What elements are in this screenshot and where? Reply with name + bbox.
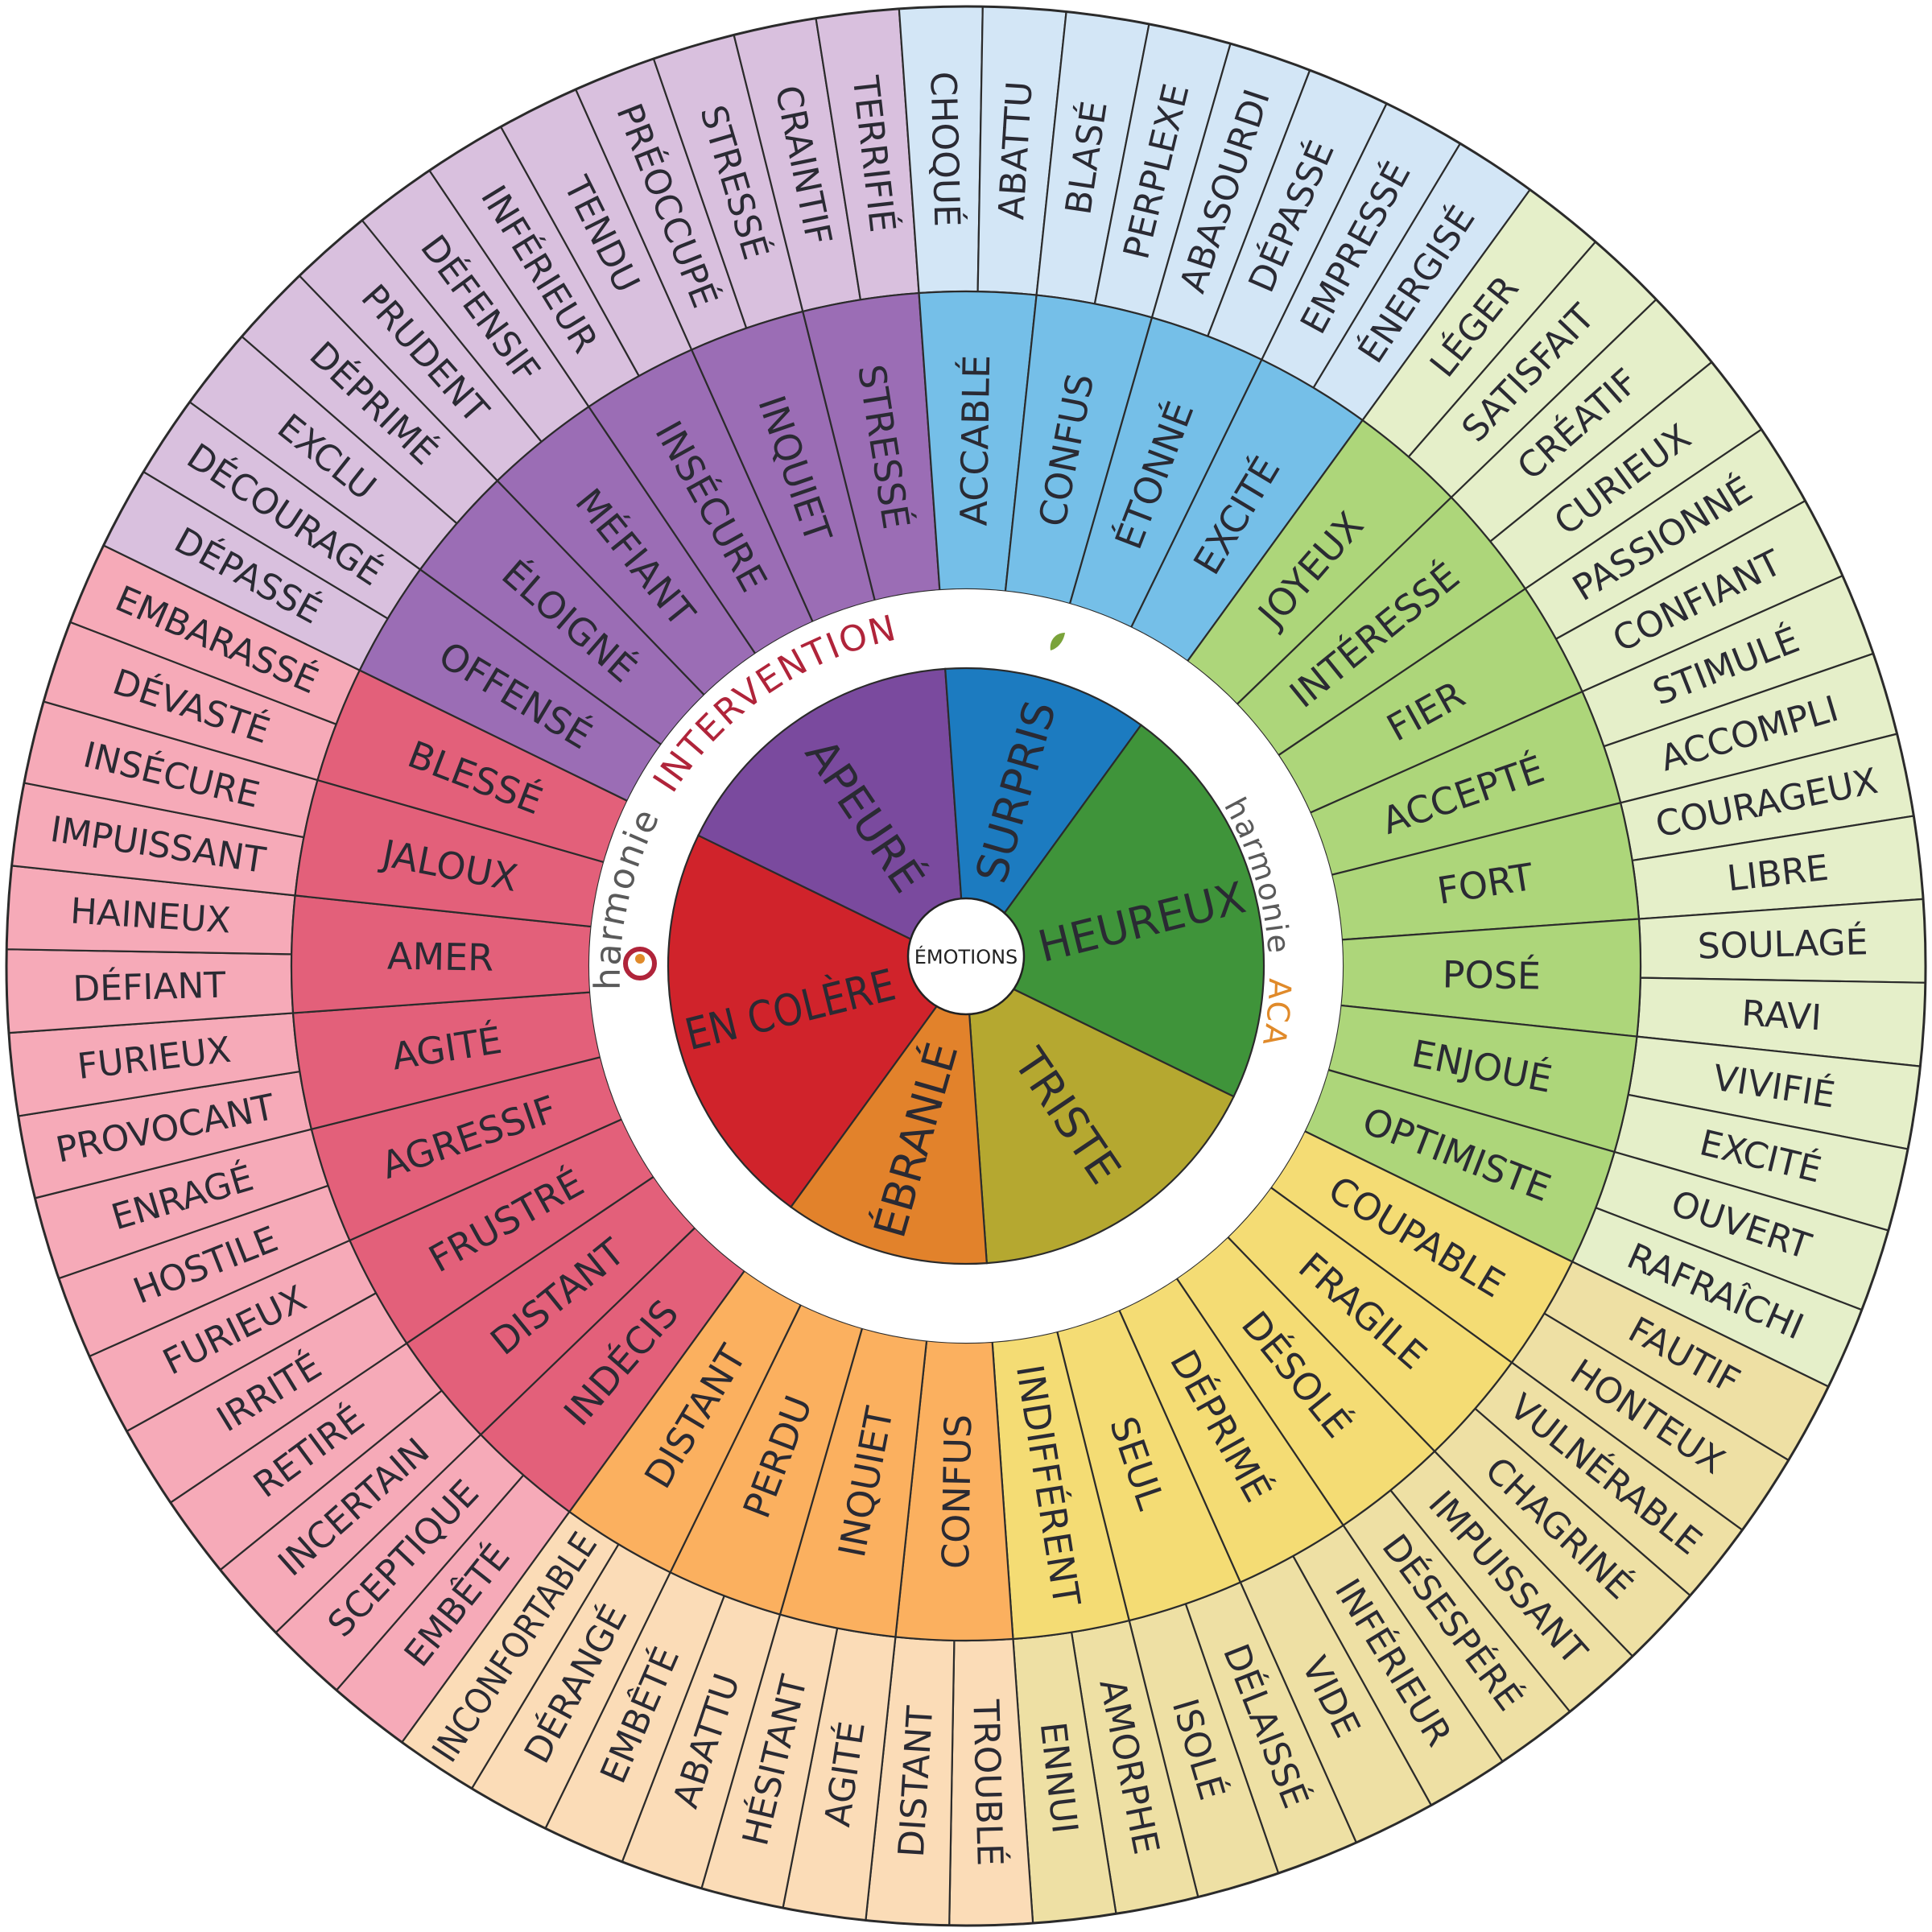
tertiary-emotion-ring: EMBÊTÉSCEPTIQUEINCERTAINRETIRÉIRRITÉFURI… (5, 5, 1927, 1927)
core-segment-triste (964, 964, 1236, 1265)
tertiary-label-trouble: TROUBLÉ (964, 1699, 1011, 1867)
center-circle (906, 897, 1026, 1016)
center-label: ÉMOTIONS (914, 945, 1018, 968)
leaf-icon (1050, 633, 1065, 650)
tertiary-label-ravi: RAVI (1740, 993, 1823, 1038)
secondary-label-amer: AMER (387, 934, 494, 979)
secondary-label-confus: CONFUS (934, 1414, 980, 1569)
core-segment-ebranle (789, 963, 988, 1265)
core-segment-surpris (944, 667, 1143, 969)
outer-border (5, 5, 1927, 1927)
harmonie-logo-icon (623, 947, 657, 980)
tertiary-label-soulage: SOULAGÉ (1697, 920, 1868, 968)
tertiary-label-abattu: ABATTU (991, 80, 1040, 221)
tertiary-label-haineux: HAINEUX (69, 891, 232, 942)
core-segment-apeure (696, 667, 968, 968)
core-segment-en-colere (667, 834, 968, 1208)
secondary-label-pose: POSÉ (1442, 952, 1541, 997)
secondary-emotion-ring: INDÉCISDISTANTFRUSTRÉAGRESSIFAGITÉAMERJA… (290, 290, 1642, 1642)
secondary-label-accable: ACCABLÉ (952, 354, 999, 526)
tertiary-label-distant: DISTANT (891, 1705, 941, 1859)
secondary-segment-distant (568, 1269, 803, 1574)
core-segment-heureux (964, 724, 1265, 1098)
tertiary-label-defiant: DÉFIANT (72, 964, 226, 1010)
tertiary-label-choque: CHOQUÉ (922, 71, 968, 227)
